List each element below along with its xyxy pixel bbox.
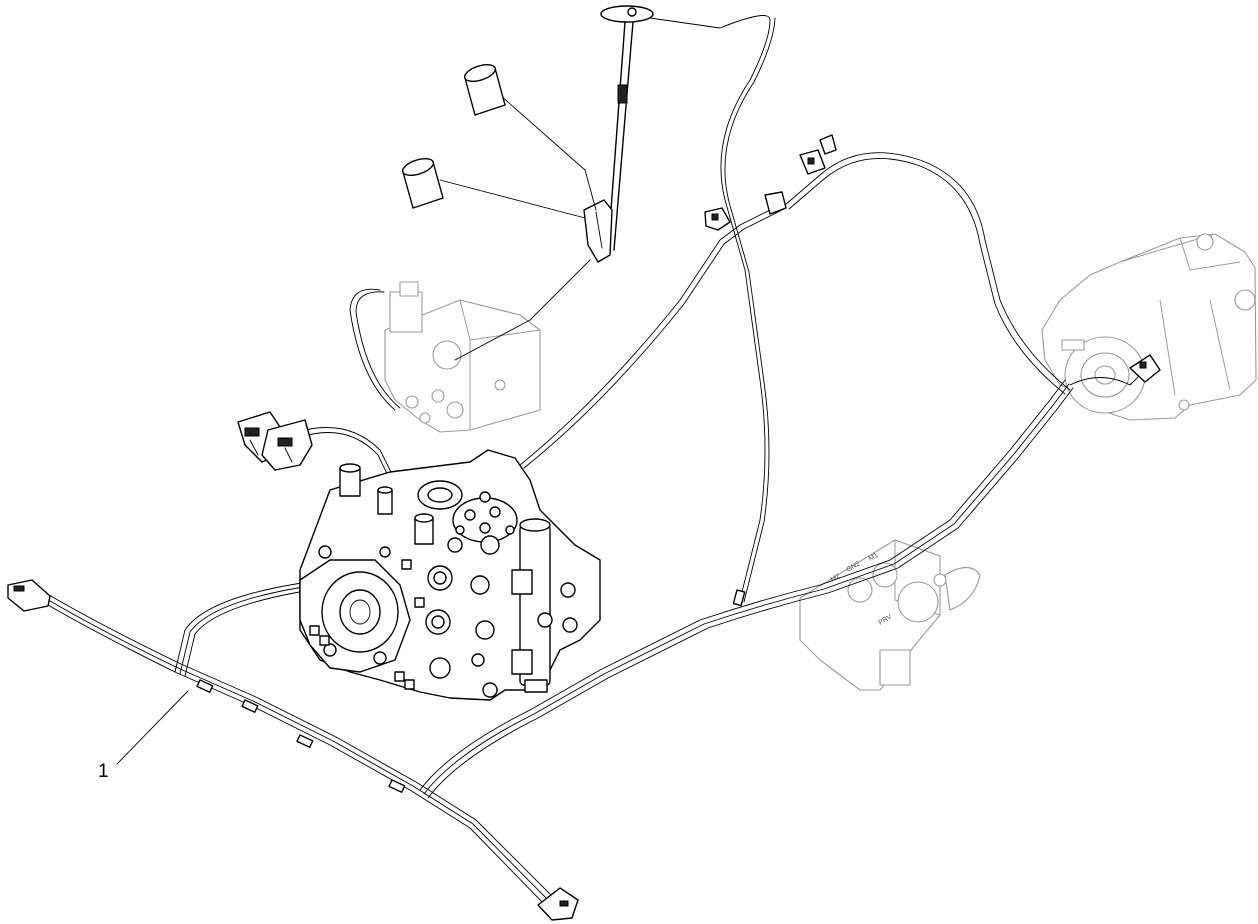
fuel-level-sender [401, 5, 654, 263]
float-2 [401, 158, 444, 209]
callout-1: 1 [98, 690, 189, 782]
wiring-harness [35, 15, 1146, 906]
callout-label-1: 1 [98, 761, 109, 782]
harness-connector-upper-1 [704, 207, 731, 231]
harness-connector-upper-2 [764, 134, 837, 215]
valve-marking-m1: M1 [868, 552, 880, 563]
harness-connector-left [7, 579, 51, 612]
hydrostatic-pump [299, 449, 601, 701]
float-1 [463, 64, 506, 116]
relief-valve-block: M2 GN2 M1 PRV [799, 539, 981, 691]
valve-marking-m2: M2 [830, 573, 842, 584]
harness-connector-motor [1129, 354, 1161, 383]
harness-connector-bottom [537, 887, 579, 921]
hydraulic-motor [1041, 233, 1257, 421]
solenoid-valve-block [384, 281, 541, 433]
harness-connector-pump-left [237, 411, 313, 471]
